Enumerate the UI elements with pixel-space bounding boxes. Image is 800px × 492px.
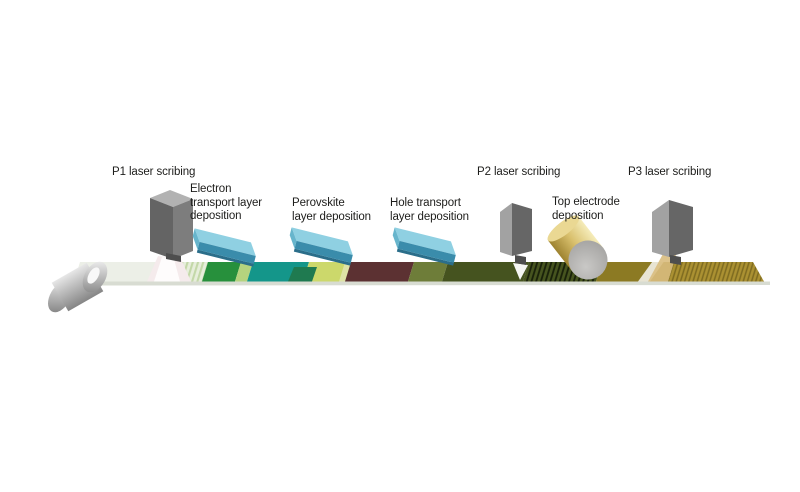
- etl-coating-blade: [192, 228, 256, 267]
- etl-ink-puddle: [202, 262, 241, 282]
- p1-head-side-face: [173, 199, 193, 259]
- p1-laser-head: [147, 190, 193, 282]
- p3-head-side-face: [669, 200, 693, 257]
- perovskite-blade-lip: [293, 248, 351, 266]
- p1-laser-beam-core: [154, 257, 180, 282]
- top-electrode-roller: [547, 215, 608, 280]
- web-p3-scribed-section: [668, 262, 764, 282]
- p2-head-side-face: [512, 203, 532, 256]
- web-htl-coated-section: [442, 262, 529, 282]
- htl-wet-film: [408, 262, 448, 282]
- p3-laser-nozzle: [670, 255, 681, 265]
- p2-laser-nozzle: [515, 255, 526, 265]
- p1-laser-nozzle: [166, 253, 181, 262]
- perovskite-blade-side: [289, 227, 297, 249]
- label-perovskite-layer-deposition: Perovskite layer deposition: [292, 197, 371, 223]
- label-p1-laser-scribing: P1 laser scribing: [112, 166, 196, 178]
- unwind-roll: [48, 261, 108, 313]
- htl-blade-front: [397, 240, 456, 263]
- perovskite-coating-blade: [289, 227, 353, 266]
- perovskite-blade-top: [291, 227, 353, 255]
- label-electron-transport-layer-deposition: Electron transport layer deposition: [190, 183, 263, 222]
- p3-head-front-face: [652, 200, 669, 257]
- htl-blade-lip: [396, 248, 454, 266]
- perovskite-wet-strip: [339, 262, 352, 282]
- web-perovskite-coated-section: [345, 262, 414, 282]
- p3-laser-beam-tan: [648, 252, 676, 282]
- roller-front-face: [568, 240, 608, 280]
- label-p2-laser-scribing: P2 laser scribing: [477, 166, 561, 178]
- p2-head-front-face: [500, 203, 512, 256]
- etl-blade-side: [192, 228, 200, 250]
- etl-blade-top: [194, 228, 256, 256]
- perovskite-ink-film: [303, 262, 349, 282]
- label-hole-transport-layer-deposition: Hole transport layer deposition: [390, 197, 469, 223]
- label-p3-laser-scribing: P3 laser scribing: [628, 166, 712, 178]
- substrate-bottom-edge: [68, 281, 770, 286]
- roller-back-cap: [547, 215, 580, 242]
- p2-laser-head: [500, 203, 532, 280]
- perovskite-ink-puddle: [288, 267, 317, 282]
- htl-coating-blade: [392, 227, 456, 266]
- p1-head-front-face: [150, 198, 173, 259]
- p3-laser-head: [638, 200, 693, 282]
- roll-core-hole: [87, 267, 100, 284]
- p2-laser-beam: [513, 263, 528, 280]
- htl-blade-side: [392, 227, 400, 249]
- perovskite-blade-front: [294, 240, 353, 263]
- htl-blade-top: [394, 227, 456, 255]
- p1-head-top-face: [150, 190, 193, 207]
- etl-blade-lip: [196, 249, 254, 267]
- etl-blade-front: [197, 241, 256, 264]
- label-top-electrode-deposition: Top electrode deposition: [552, 196, 620, 222]
